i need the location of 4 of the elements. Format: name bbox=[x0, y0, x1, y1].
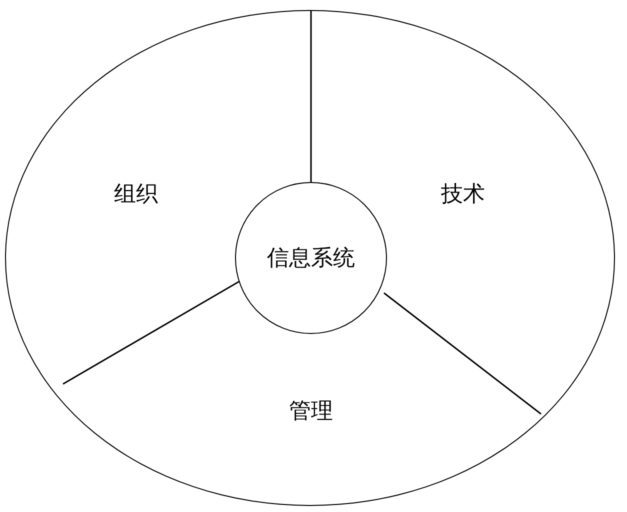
region-label: 技术 bbox=[441, 182, 485, 207]
circle-label: 信息系统 bbox=[267, 245, 355, 273]
region-label: 组织 bbox=[114, 182, 158, 207]
region-label: 管理 bbox=[289, 399, 333, 424]
